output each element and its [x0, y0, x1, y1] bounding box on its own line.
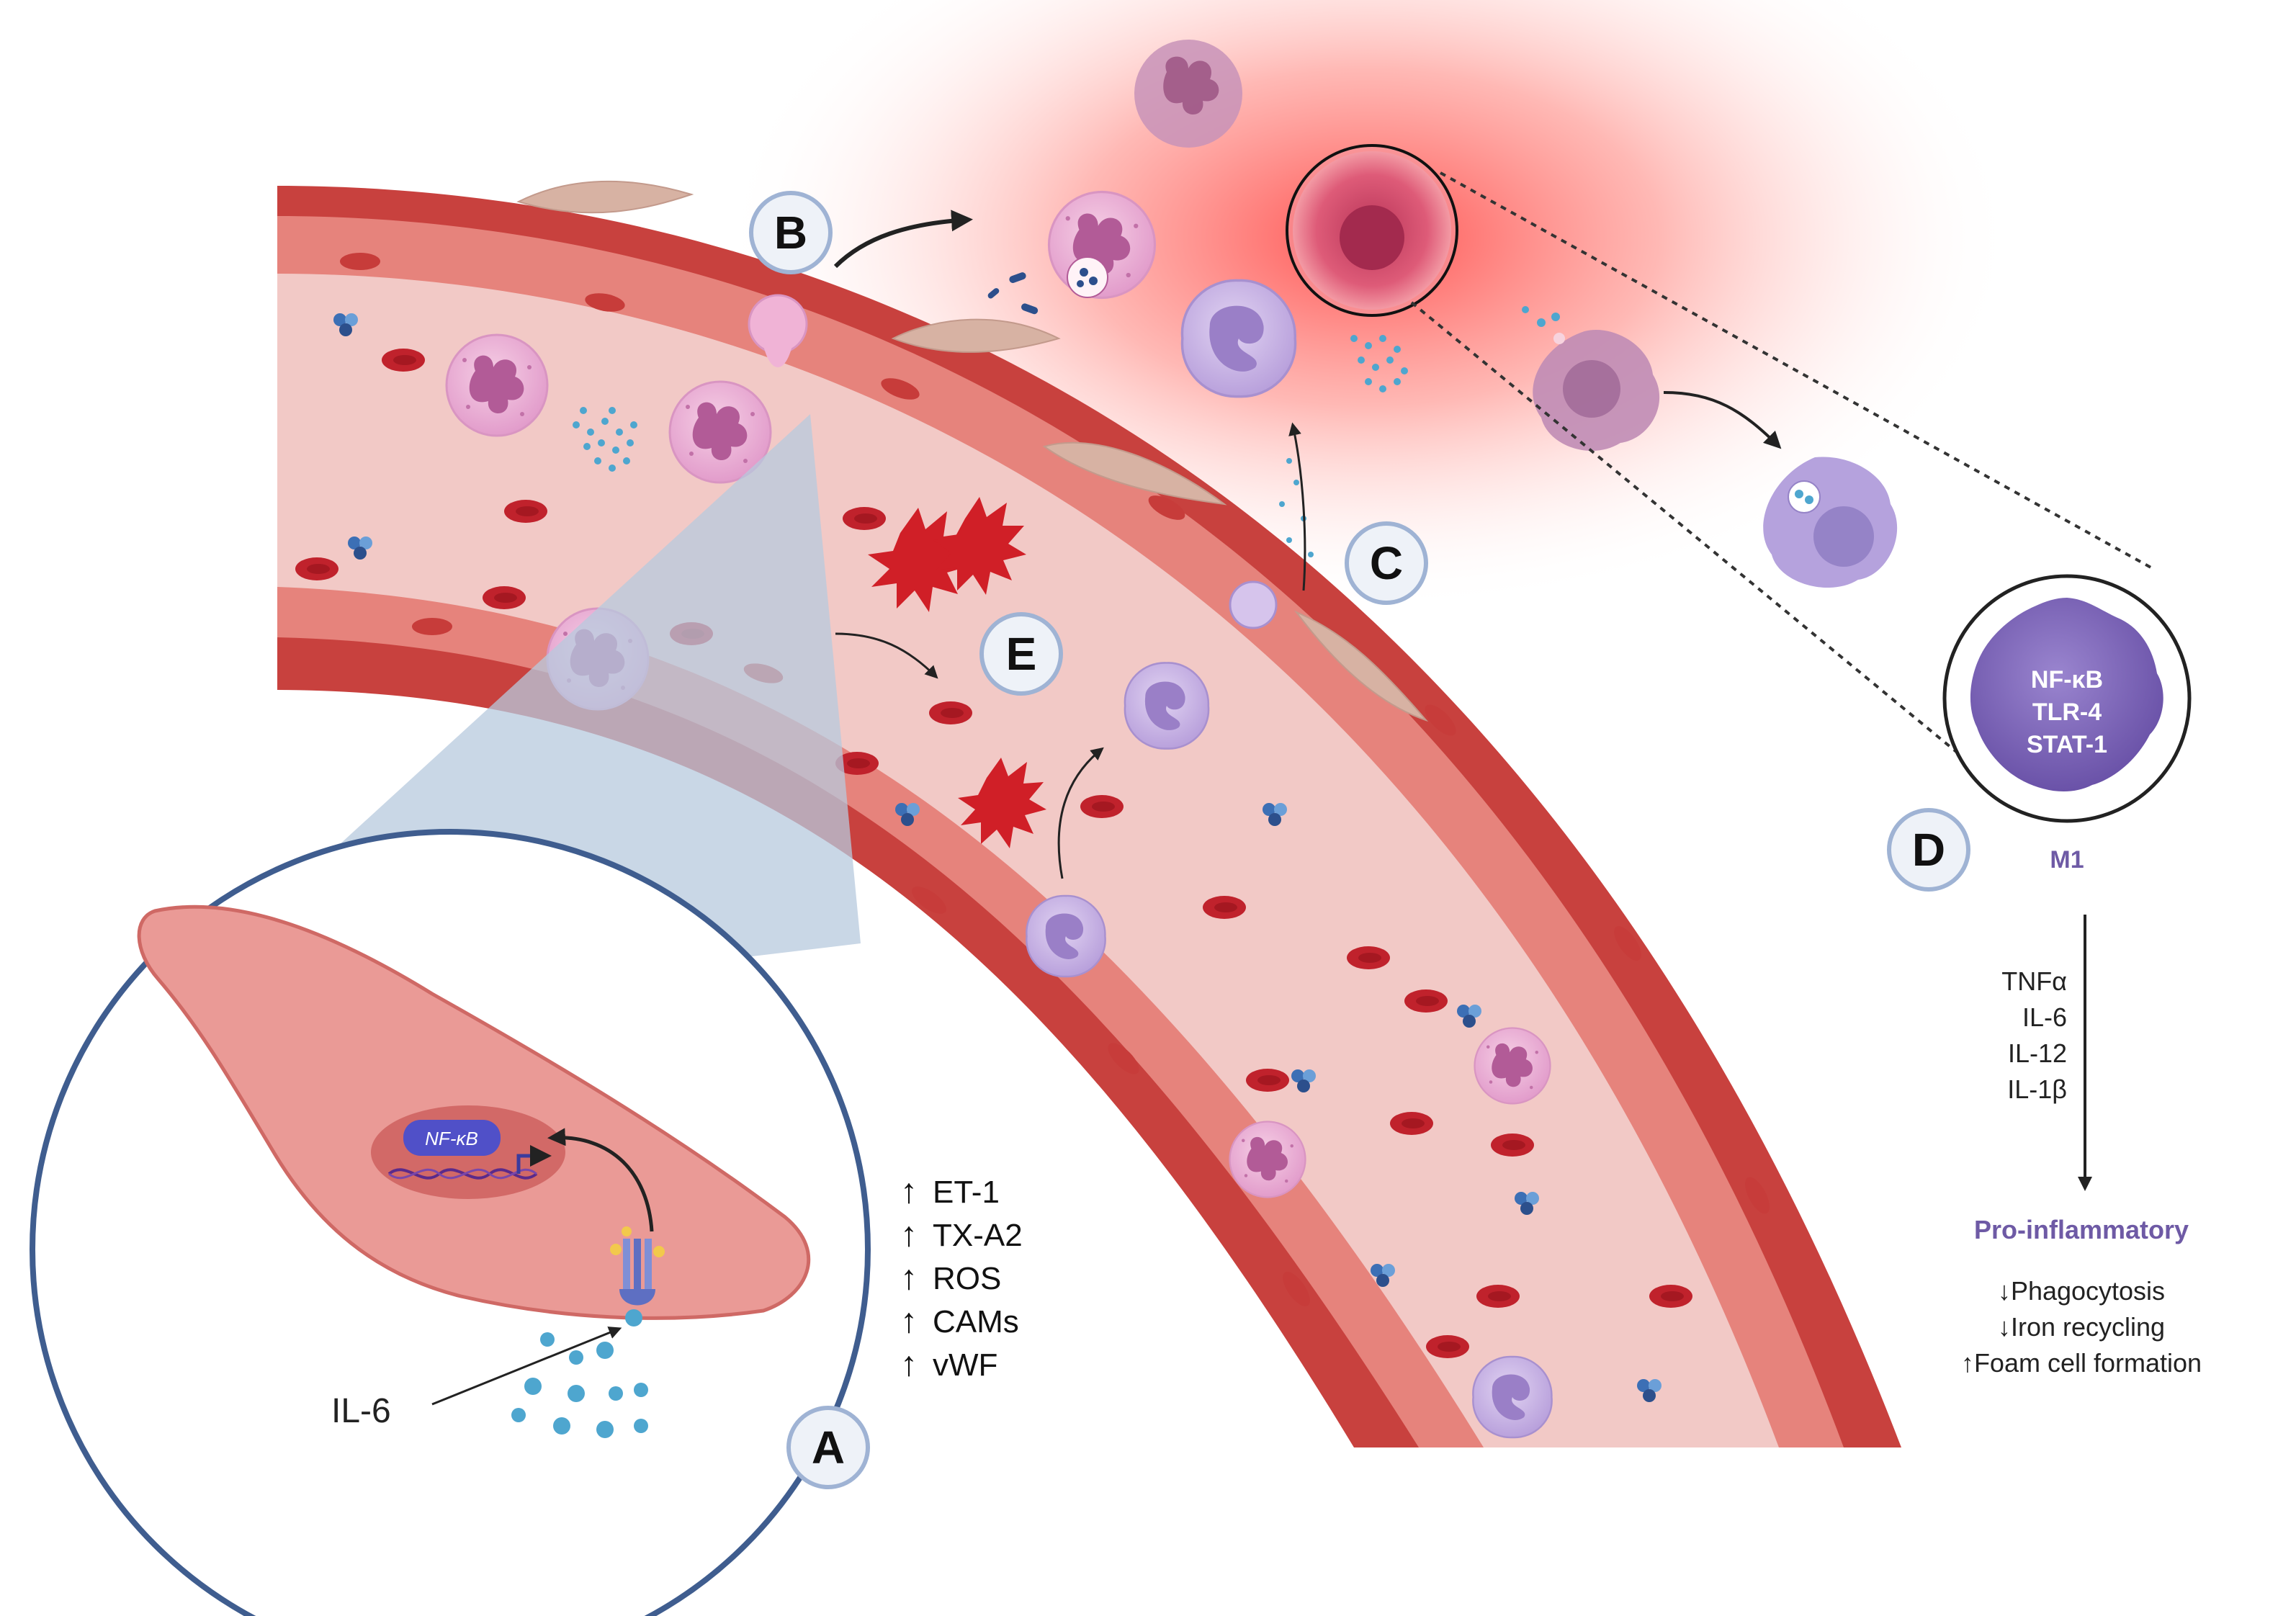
platelet-aggregates	[868, 497, 1046, 848]
transcription-arrow	[516, 1145, 552, 1174]
cytokine-clusters	[573, 335, 1408, 557]
m1-macrophage-cell	[1970, 598, 2163, 792]
endothelial-marker-list: ↑ ET-1 ↑ TX-A2 ↑ ROS ↑ CAMs ↑ vWF	[900, 1172, 1023, 1383]
cytokine-il12: IL-12	[2008, 1038, 2067, 1068]
badge-a: A	[786, 1406, 870, 1489]
arrow-c	[1288, 422, 1306, 591]
m1-marker-tlr4: TLR-4	[2032, 699, 2102, 726]
outcome-title: Pro-inflammatory	[1974, 1215, 2189, 1244]
nfkb-protein	[403, 1120, 501, 1156]
zoom-line-lower	[1410, 301, 1989, 779]
svg-text:A: A	[812, 1422, 845, 1473]
il6-molecules	[511, 1309, 648, 1438]
badge-b: B	[749, 191, 833, 274]
marker-label: ROS	[933, 1261, 1001, 1296]
marker-arrow: ↑	[900, 1259, 918, 1297]
nfkb-label: NF-κB	[425, 1128, 478, 1149]
macrophage-after-engulfment	[1763, 457, 1898, 588]
badge-d: D	[1887, 808, 1970, 892]
monocyte-transmigrating	[1026, 580, 1553, 1439]
m1-marker-nfkb: NF-κB	[2031, 666, 2103, 693]
marker-label: CAMs	[933, 1304, 1019, 1339]
marker-label: vWF	[933, 1347, 997, 1383]
svg-text:E: E	[1006, 628, 1037, 680]
effect-foam-cell: ↑Foam cell formation	[1961, 1348, 2202, 1378]
arrow-b	[833, 210, 973, 269]
badge-e: E	[979, 612, 1063, 696]
neutrophil-phagocytosing	[1047, 190, 1157, 300]
cytokine-il6: IL-6	[2022, 1002, 2067, 1032]
neutrophil-tissue-1	[1134, 40, 1242, 148]
monocyte-tissue	[1180, 279, 1297, 398]
bacteria	[987, 272, 1039, 315]
effect-iron-recycling: ↓Iron recycling	[1998, 1312, 2165, 1342]
m1-marker-stat1: STAT-1	[2027, 731, 2107, 758]
marker-arrow: ↑	[900, 1172, 918, 1211]
arrow-efferocytosis	[1663, 391, 1782, 449]
marker-arrow: ↑	[900, 1302, 918, 1340]
svg-text:D: D	[1912, 824, 1945, 876]
il6-label: IL-6	[331, 1392, 391, 1430]
cytokine-tnfa: TNFα	[2001, 966, 2067, 996]
macrophage-engulfing	[1522, 306, 1660, 452]
marker-label: ET-1	[933, 1175, 1000, 1210]
il6-receptor	[610, 1226, 665, 1306]
marker-arrow: ↑	[900, 1345, 918, 1383]
il6-pointer-line	[431, 1327, 622, 1406]
marker-label: TX-A2	[933, 1218, 1023, 1253]
zoom-line-upper	[1440, 171, 2154, 570]
m1-phenotype-label: M1	[2050, 846, 2084, 874]
svg-text:C: C	[1370, 537, 1403, 589]
marker-arrow: ↑	[900, 1216, 918, 1254]
dying-cell-highlighted	[1286, 144, 1458, 317]
endothelial-nuclei	[340, 253, 1770, 1306]
arrow-monocyte-adhesion	[1057, 747, 1104, 879]
effect-phagocytosis: ↓Phagocytosis	[1998, 1276, 2165, 1306]
svg-text:B: B	[774, 207, 807, 259]
dna-strand-2	[388, 1168, 537, 1180]
neutrophil-transmigrating	[668, 294, 808, 484]
arrow-e	[835, 632, 938, 679]
badge-c: C	[1345, 521, 1428, 605]
fibroblasts	[516, 180, 1429, 722]
signaling-arrow	[547, 1128, 654, 1232]
cytokine-il1b: IL-1β	[2007, 1074, 2067, 1104]
